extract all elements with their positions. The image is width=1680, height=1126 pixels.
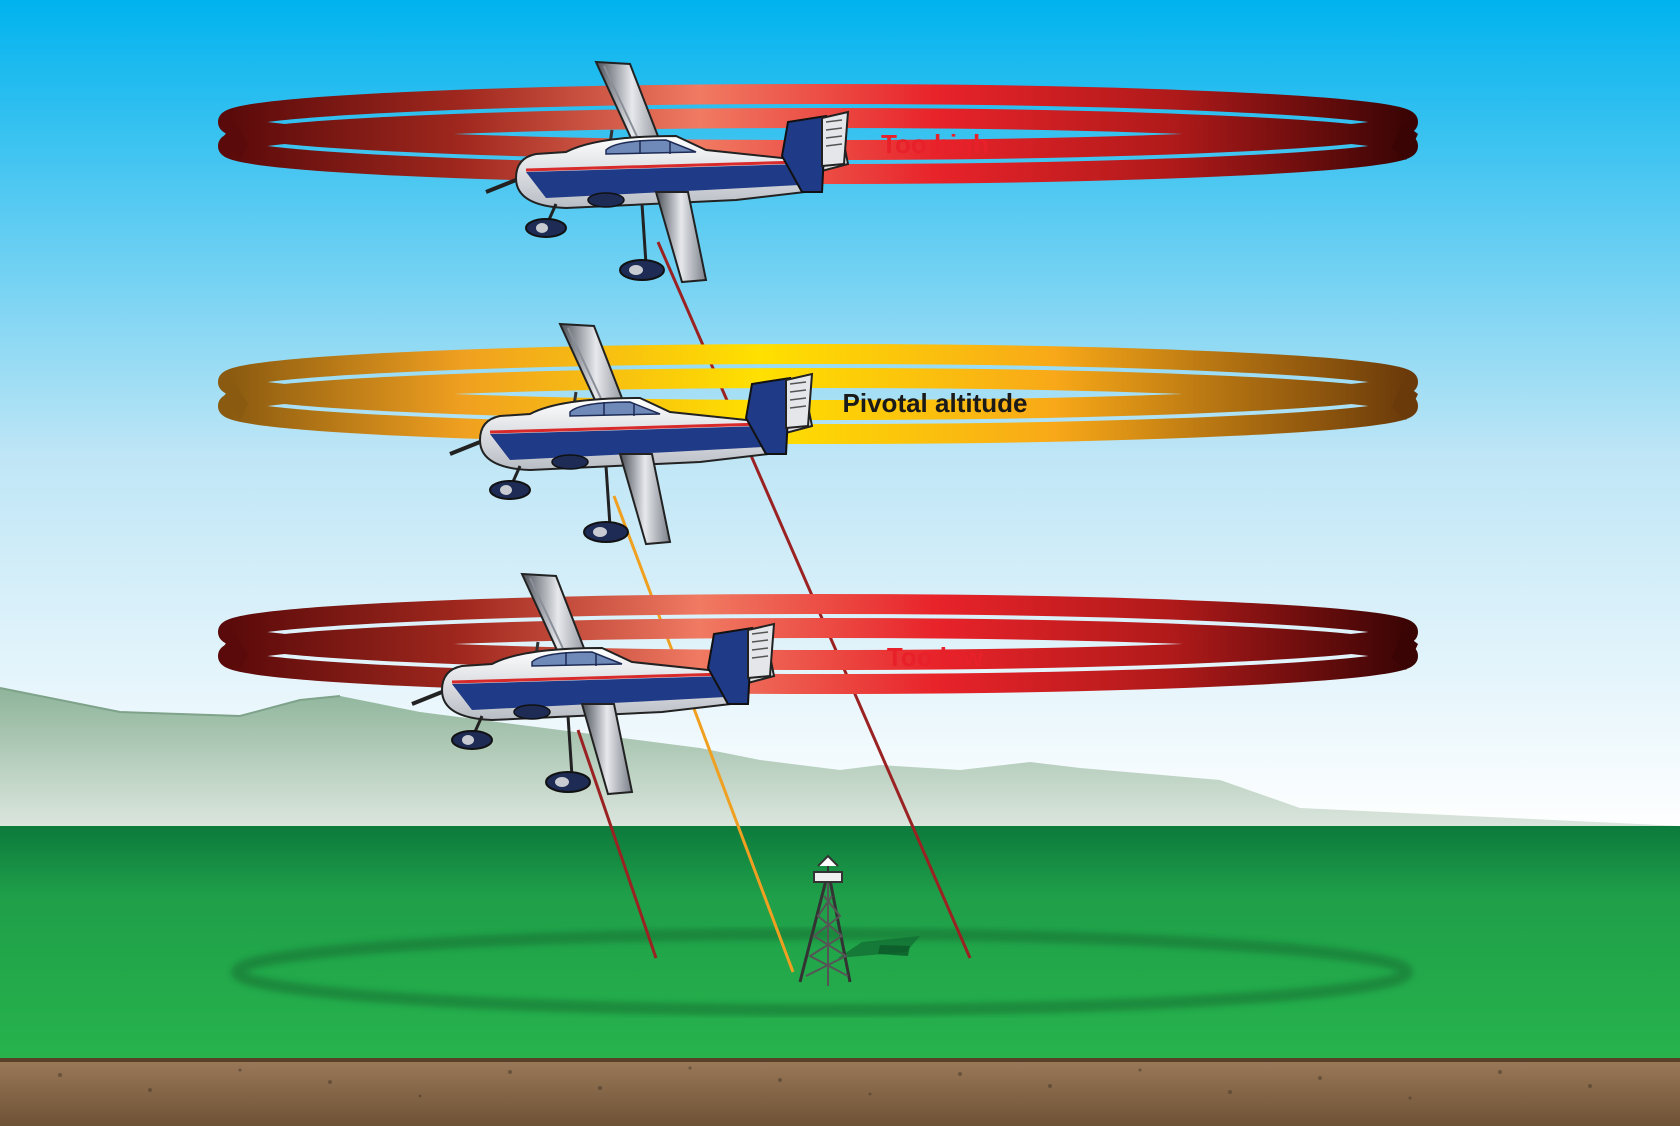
hills xyxy=(0,688,1680,830)
sight-line-pivotal xyxy=(612,495,795,973)
soil-strip xyxy=(0,1058,1680,1126)
sight-line-too-low xyxy=(576,729,658,959)
ground-track xyxy=(231,928,1413,1016)
label-too-low: Too low xyxy=(887,642,984,672)
ring-pivotal-altitude xyxy=(218,344,1418,444)
label-pivotal-altitude: Pivotal altitude xyxy=(843,388,1028,418)
pylon-tower-icon xyxy=(798,854,920,986)
label-too-high: Too high xyxy=(881,129,989,159)
ring-too-low xyxy=(218,594,1418,694)
grass-field xyxy=(0,826,1680,1060)
